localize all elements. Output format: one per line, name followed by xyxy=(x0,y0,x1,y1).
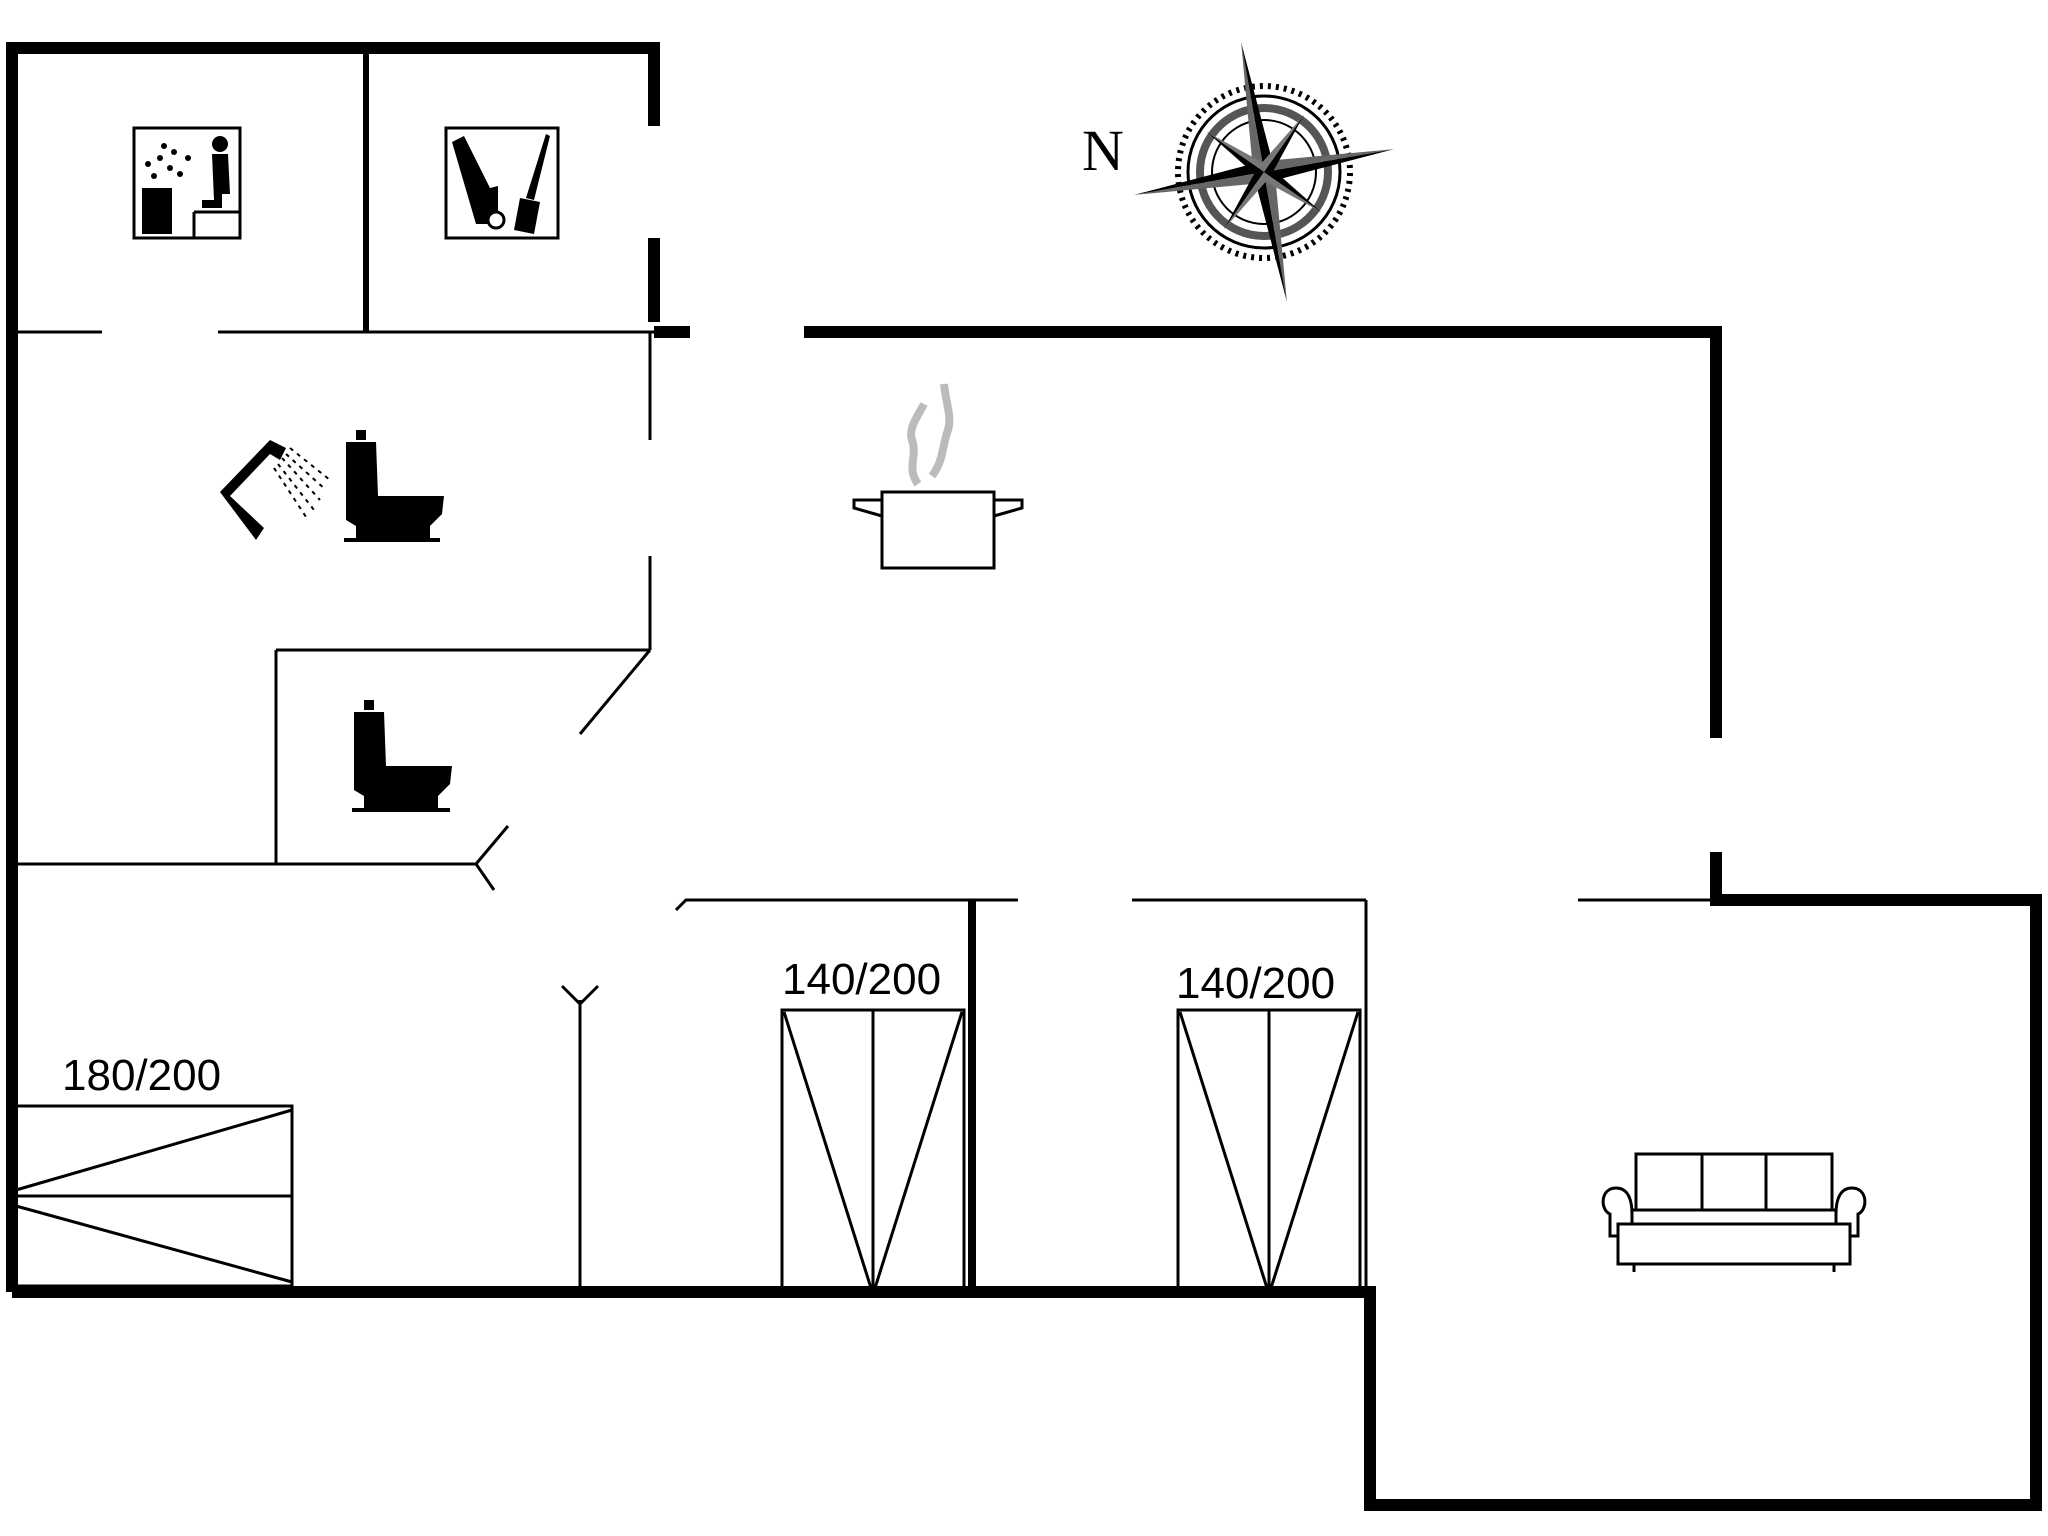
toilet-icon xyxy=(344,430,444,542)
bed-180 xyxy=(14,1104,294,1288)
bed-140-a xyxy=(780,1008,966,1292)
interior-walls xyxy=(12,48,1716,1292)
cooking-pot-icon xyxy=(852,383,1024,570)
north-label: N xyxy=(1082,118,1124,183)
utility-icon xyxy=(444,126,560,240)
sauna-icon xyxy=(132,126,242,240)
shower-icon xyxy=(220,440,331,540)
bed-size-label: 180/200 xyxy=(62,1051,221,1100)
bed-size-label: 140/200 xyxy=(782,955,941,1004)
sofa-icon xyxy=(1601,1152,1867,1272)
walls xyxy=(6,42,2042,1511)
bed-140-b xyxy=(1176,1008,1362,1292)
bed-size-label: 140/200 xyxy=(1176,959,1335,1008)
compass-rose-icon xyxy=(1134,42,1394,302)
toilet-icon xyxy=(352,700,452,812)
